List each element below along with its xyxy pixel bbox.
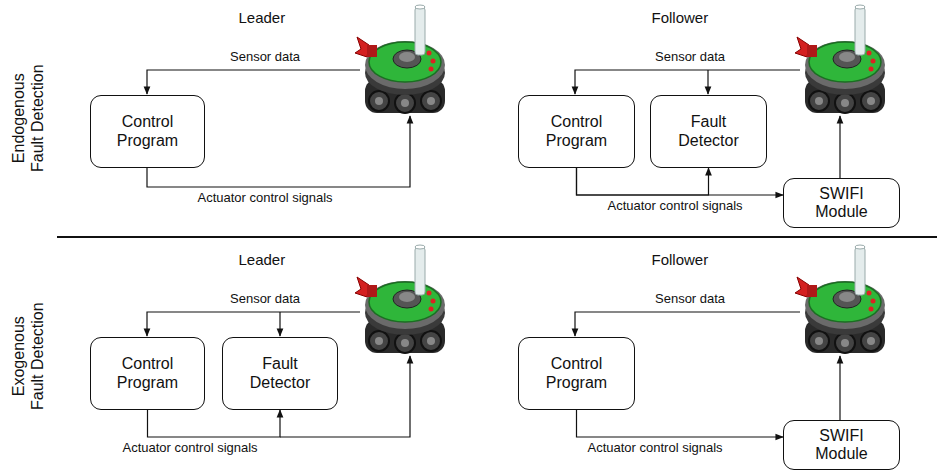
signal-label: Actuator control signals — [586, 441, 725, 455]
module-box: SWIFI Module — [783, 420, 900, 470]
signal-label: Actuator control signals — [606, 199, 745, 213]
signal-label: Actuator control signals — [196, 191, 335, 205]
box-text: Control Program — [99, 355, 196, 392]
process-box: Fault Detector — [222, 337, 338, 410]
box-text: SWIFI Module — [792, 185, 891, 222]
signal-label: Actuator control signals — [121, 441, 260, 455]
role-heading: Leader — [237, 10, 288, 27]
section-label: Exogenous Fault Detection — [9, 297, 47, 416]
signal-label: Sensor data — [653, 50, 727, 64]
module-box: SWIFI Module — [783, 178, 900, 228]
process-box: Control Program — [518, 95, 635, 168]
signal-label: Sensor data — [228, 292, 302, 306]
box-text: Fault Detector — [231, 355, 329, 392]
signal-label: Sensor data — [653, 292, 727, 306]
role-heading: Follower — [650, 10, 711, 27]
box-text: Control Program — [99, 113, 196, 150]
process-box: Control Program — [90, 95, 205, 168]
signal-connector — [577, 168, 709, 195]
signal-connector — [148, 410, 281, 437]
signal-connector — [577, 410, 784, 437]
signal-label: Sensor data — [228, 50, 302, 64]
signal-connector — [577, 168, 784, 195]
process-box: Fault Detector — [650, 95, 767, 168]
box-text: SWIFI Module — [792, 427, 891, 464]
box-text: Control Program — [527, 113, 626, 150]
section-label: Endogenous Fault Detection — [9, 59, 47, 178]
process-box: Control Program — [518, 337, 635, 410]
role-heading: Follower — [650, 252, 711, 269]
process-box: Control Program — [90, 337, 205, 410]
role-heading: Leader — [237, 252, 288, 269]
box-text: Fault Detector — [659, 113, 758, 150]
box-text: Control Program — [527, 355, 626, 392]
